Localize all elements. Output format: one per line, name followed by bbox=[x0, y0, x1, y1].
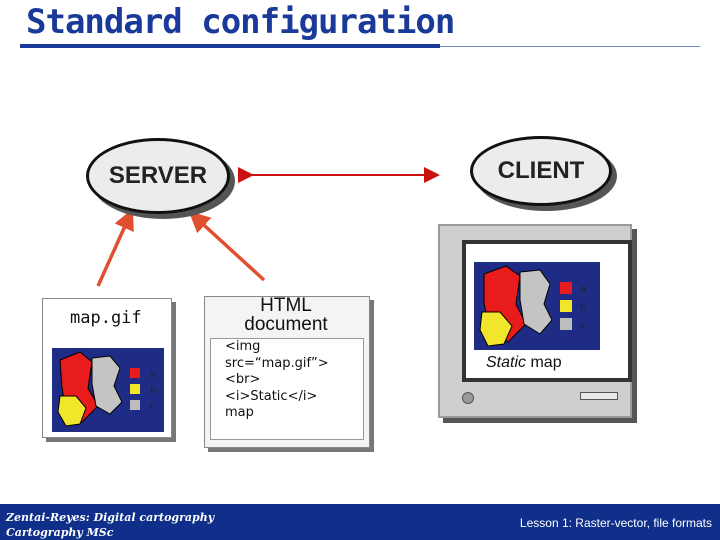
legend-letter-b: b bbox=[150, 386, 156, 396]
footer-bar: Zentai-Reyes: Digital cartography Cartog… bbox=[0, 504, 720, 540]
gif-to-server-arrow bbox=[96, 208, 134, 287]
static-map-caption: Static map bbox=[486, 354, 562, 372]
server-node: SERVER bbox=[86, 138, 230, 214]
map-thumbnail-icon: a b c bbox=[474, 262, 600, 350]
html-heading-line-2: document bbox=[244, 314, 328, 335]
gif-file-label: map.gif bbox=[70, 308, 142, 328]
footer-lesson: Lesson 1: Raster-vector, file formats bbox=[519, 516, 712, 530]
code-line: src=“map.gif”> bbox=[225, 355, 329, 371]
footer-course: Cartography MSc bbox=[6, 526, 114, 539]
static-caption-italic: Static bbox=[486, 354, 527, 371]
html-document-heading: HTML document bbox=[204, 296, 368, 334]
code-line: <br> bbox=[225, 372, 261, 387]
code-line: <i>Static</i> bbox=[225, 388, 318, 404]
code-line: map bbox=[225, 405, 254, 420]
html-to-server-arrow bbox=[188, 211, 266, 282]
monitor-slot bbox=[580, 392, 618, 400]
title-underline bbox=[20, 44, 440, 48]
page-title: Standard configuration bbox=[26, 2, 455, 42]
map-thumbnail-icon: a b c bbox=[52, 348, 164, 432]
static-caption-rest: map bbox=[526, 354, 562, 371]
title-rule-extension bbox=[440, 46, 700, 47]
legend-letter-b: b bbox=[580, 302, 586, 313]
legend-letter-a: a bbox=[150, 370, 156, 380]
footer-author: Zentai-Reyes: Digital cartography bbox=[6, 511, 215, 524]
client-node: CLIENT bbox=[470, 136, 612, 206]
code-line: <img bbox=[225, 339, 261, 354]
html-heading-line-1: HTML bbox=[260, 295, 312, 316]
legend-letter-a: a bbox=[580, 284, 586, 295]
legend-letter-c: c bbox=[580, 320, 586, 331]
legend-letter-c: c bbox=[150, 402, 155, 412]
html-code-box: <img src=“map.gif”> <br> <i>Static</i> m… bbox=[210, 338, 364, 440]
monitor-knob bbox=[462, 392, 474, 404]
